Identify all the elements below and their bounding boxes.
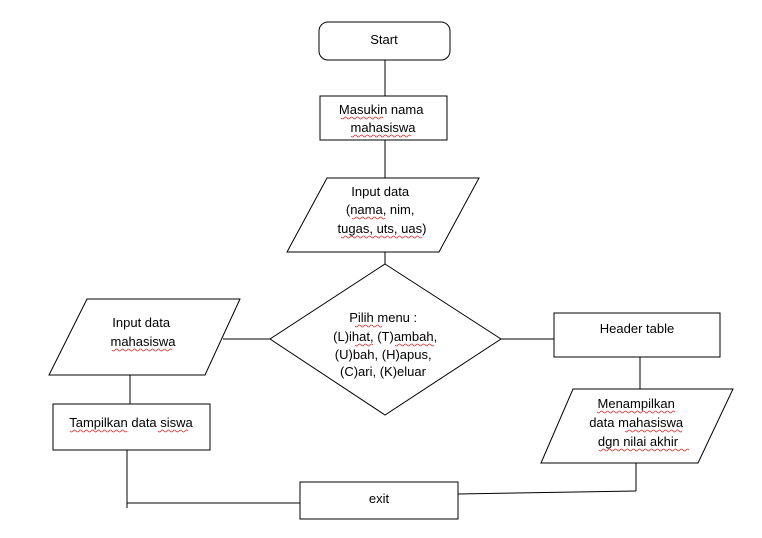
spellcheck-underline: [340, 116, 384, 120]
display-final-label: Menampilkan data mahasiswa dgn nilai akh…: [589, 396, 687, 449]
edge-display-to-exit: [457, 490, 637, 495]
input-data-node: Input data (nama, nim, tugas, uts, uas): [286, 177, 480, 253]
spellcheck-underline: [598, 448, 690, 452]
input-mhs-label: Input data mahasiswa: [110, 315, 176, 349]
spellcheck-underline: [354, 343, 374, 347]
menu-decision-node: Pilih menu : (L)ihat, (T)ambah, (U)bah, …: [269, 263, 502, 416]
spellcheck-underline: [351, 216, 386, 220]
spellcheck-underline: [111, 348, 173, 352]
start-label: Start: [370, 32, 398, 47]
spellcheck-underline: [596, 410, 676, 414]
spellcheck-underline: [69, 429, 128, 433]
show-data-label: Tampilkan data siswa: [69, 415, 193, 430]
show-data-node: Tampilkan data siswa: [52, 403, 211, 451]
menu-label: Pilih menu : (L)ihat, (T)ambah, (U)bah, …: [333, 310, 441, 379]
exit-node: exit: [299, 481, 459, 520]
header-table-label: Header table: [600, 321, 674, 336]
spellcheck-underline: [624, 429, 683, 433]
start-node: Start: [318, 21, 451, 61]
input-name-label: Masukin nama mahasiswa: [339, 102, 427, 135]
exit-label: exit: [369, 491, 390, 506]
input-name-node: Masukin nama mahasiswa: [319, 95, 448, 141]
connectors: [126, 60, 641, 508]
spellcheck-underline: [394, 343, 435, 347]
spellcheck-underline: [340, 235, 423, 239]
input-data-label: Input data (nama, nim, tugas, uts, uas): [338, 184, 427, 236]
input-mhs-node: Input data mahasiswa: [48, 298, 241, 376]
display-final-node: Menampilkan data mahasiswa dgn nilai akh…: [540, 388, 734, 464]
spellcheck-underline: [157, 429, 189, 433]
header-table-node: Header table: [553, 312, 721, 358]
spellcheck-underline: [354, 324, 383, 328]
spellcheck-underline: [350, 134, 412, 138]
